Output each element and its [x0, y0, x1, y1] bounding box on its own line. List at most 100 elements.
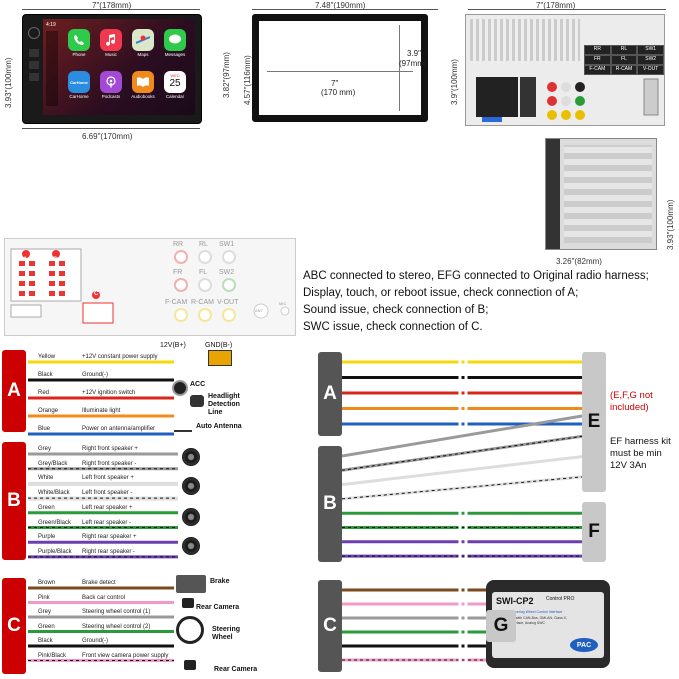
- app-label: Audiobooks: [131, 94, 155, 99]
- battery-negative-label: GND(B-): [205, 342, 233, 349]
- mic-label: MIC: [279, 301, 287, 306]
- wire-color-label: Black: [38, 638, 53, 644]
- wire-color-label: Grey: [38, 609, 52, 615]
- rca-label: RR: [173, 241, 184, 248]
- dimension-line: [468, 9, 666, 10]
- note-line: Sound issue, check connection of B;: [303, 304, 489, 316]
- app-podcasts[interactable]: Podcasts: [95, 71, 127, 109]
- port-label: SW1: [637, 45, 664, 55]
- battery-icon: [208, 350, 232, 366]
- frame-inner-width-1: 7": [331, 79, 339, 88]
- efg-not-included-note: (E,F,G not included): [610, 390, 653, 414]
- app-maps[interactable]: Maps: [127, 29, 159, 67]
- wire-function-label: Left rear speaker +: [82, 504, 133, 511]
- back-width-label: 7"(178mm): [536, 1, 576, 10]
- speaker-icon: [182, 477, 200, 495]
- right-wiring-svg: [342, 359, 583, 663]
- back-port-label-grid: RR RL SW1 FR FL SW2 F-CAM R-CAM V-OUT: [584, 45, 664, 75]
- wire-color-label: Green: [38, 504, 55, 511]
- connector-panel: A B C RR RL SW1 FR FL SW2 F-CAM R-CAM V-…: [4, 238, 296, 336]
- wire-function-label: Steering wheel control (2): [82, 623, 151, 630]
- acc-label: ACC: [190, 381, 206, 388]
- stereo-back-view: RR RL SW1 FR FL SW2 F-CAM R-CAM V-OUT: [465, 14, 665, 126]
- back-connectors-drawing: [476, 77, 659, 122]
- app-label: Podcasts: [101, 94, 121, 99]
- side-depth-label: 3.26"(82mm): [556, 257, 602, 266]
- rca-label: SW2: [219, 269, 235, 276]
- kit-note-line: must be min: [610, 448, 662, 459]
- app-label: Messages: [164, 52, 186, 57]
- app-label: CarHome: [69, 94, 89, 99]
- rca-label: V-OUT: [217, 299, 239, 306]
- dimension-line: [399, 25, 400, 111]
- app-grid: Phone Music Maps Messages: [63, 29, 191, 109]
- side-button-column: [27, 25, 41, 113]
- stereo-height-outer-label: 3.93"(100mm): [4, 57, 13, 108]
- power-button-icon[interactable]: [29, 73, 39, 81]
- rear-camera-label-2: Rear Camera: [214, 666, 258, 673]
- port-label: V-OUT: [637, 65, 664, 75]
- app-carhome[interactable]: CarHome CarHome: [63, 71, 95, 109]
- port-label: FR: [584, 55, 611, 65]
- pac-logo: PAC: [570, 638, 598, 652]
- wire-function-label: Right front speaker -: [82, 460, 137, 467]
- app-messages[interactable]: Messages: [159, 29, 191, 67]
- wire-function-label: Right rear speaker +: [82, 534, 137, 541]
- speaker-icon: [182, 508, 200, 526]
- harness-g-badge: G: [486, 610, 516, 642]
- heatsink-grille: [470, 19, 580, 61]
- home-button-icon[interactable]: [29, 49, 39, 57]
- wire-function-label: Front view camera power supply: [82, 652, 169, 659]
- maps-icon: [132, 29, 154, 51]
- app-calendar[interactable]: WED 25 Calendar: [159, 71, 191, 109]
- carhome-icon-text: CarHome: [70, 79, 88, 85]
- stereo-screen[interactable]: 4:19 Phone Music Maps: [43, 19, 195, 115]
- ignition-key-icon: [172, 380, 188, 396]
- steering-wheel-icon: [176, 616, 204, 644]
- frame-inner-height-2: (97mm): [399, 59, 427, 68]
- volume-knob-icon[interactable]: [28, 27, 40, 39]
- section-c-badge: C: [2, 578, 26, 674]
- dimension-line: [252, 9, 438, 10]
- wire-line: [342, 455, 583, 487]
- app-music[interactable]: Music: [95, 29, 127, 67]
- app-phone[interactable]: Phone: [63, 29, 95, 67]
- rca-circles: [174, 250, 236, 322]
- wire-function-label: Left front speaker -: [82, 490, 133, 497]
- app-label: Phone: [72, 52, 86, 57]
- phone-icon: [68, 29, 90, 51]
- wire-line: [342, 414, 583, 458]
- port-label: F-CAM: [584, 65, 611, 75]
- wire-color-label: Black: [38, 372, 53, 378]
- chassis-side: [564, 145, 652, 243]
- speaker-icon: [182, 537, 200, 555]
- wire-function-label: Back car control: [82, 594, 126, 601]
- wire-color-label: White: [38, 475, 54, 482]
- clock-text: 4:19: [46, 22, 56, 28]
- camera-icon: [184, 660, 196, 670]
- stereo-bottom-label: 6.69"(170mm): [82, 132, 133, 141]
- speaker-icon: [182, 448, 200, 466]
- carhome-icon: CarHome: [68, 71, 90, 93]
- headlight-label-2: Detection: [208, 401, 240, 408]
- rca-label: FL: [199, 269, 208, 276]
- dimension-line: [22, 9, 200, 10]
- faceplate-side: [546, 139, 560, 249]
- auto-antenna-label: Auto Antenna: [196, 423, 242, 430]
- brake-pedal-icon: [176, 575, 206, 593]
- wire-color-label: Green: [38, 623, 55, 630]
- app-audiobooks[interactable]: Audiobooks: [127, 71, 159, 109]
- note-line: SWC issue, check connection of C.: [303, 321, 483, 333]
- audiobooks-icon: [132, 71, 154, 93]
- wire-function-label: Right front speaker +: [82, 446, 138, 452]
- music-icon: [100, 29, 122, 51]
- wire-color-label: Yellow: [38, 354, 56, 360]
- rear-camera-label: Rear Camera: [196, 604, 240, 611]
- mute-button-icon[interactable]: [29, 61, 39, 69]
- wire-function-label: Ground(-): [82, 372, 109, 378]
- steering-label-1: Steering: [212, 626, 241, 633]
- headlight-label-1: Headlight: [208, 393, 240, 400]
- kit-note-line: 12V 3An: [610, 460, 647, 471]
- efg-note-line: (E,F,G not: [610, 390, 653, 401]
- port-label: FL: [610, 55, 638, 65]
